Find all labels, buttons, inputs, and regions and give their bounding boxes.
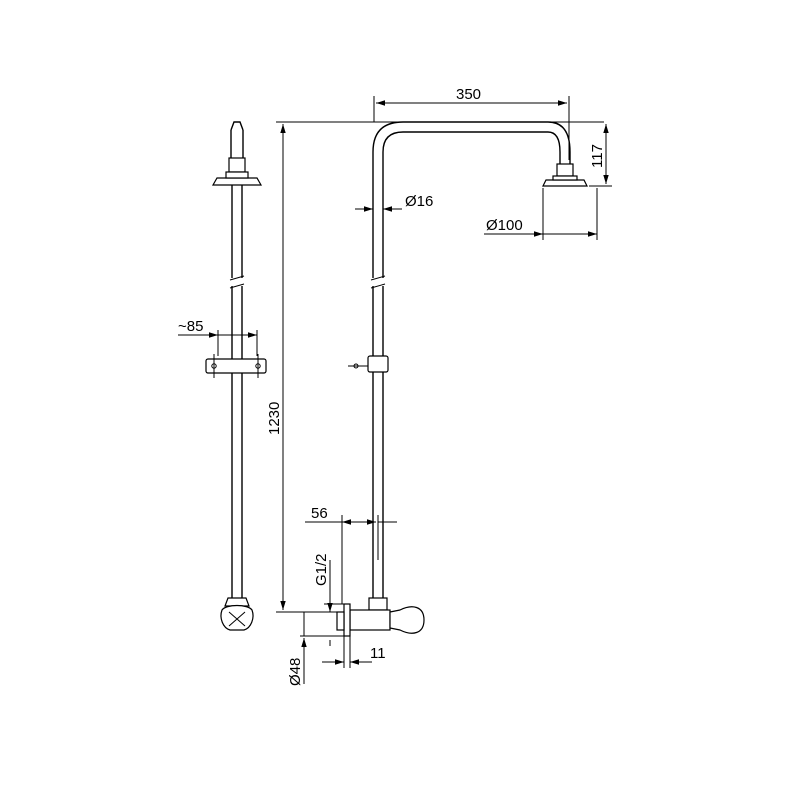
dim-85-label: ~85 <box>178 318 203 335</box>
side-nut <box>228 157 246 173</box>
side-pipe-top-cap <box>230 121 244 131</box>
side-shower-head <box>211 177 263 186</box>
dim-16-label: Ø16 <box>405 193 433 210</box>
dim-1230-label: 1230 <box>266 402 283 435</box>
front-pipe-inner <box>382 131 561 278</box>
front-valve-nut <box>368 597 388 611</box>
dim-100-label: Ø100 <box>486 217 523 234</box>
front-slider-clamp <box>367 355 389 373</box>
front-break-line-a <box>370 275 386 281</box>
total-height-dimension: 1230 <box>266 121 604 613</box>
side-break-line-a <box>229 275 245 281</box>
front-head-joint <box>552 175 578 181</box>
front-shower-head <box>542 179 588 187</box>
side-view: ~85 <box>178 121 267 631</box>
dim-56-label: 56 <box>311 505 328 522</box>
front-pipe-outer <box>372 121 571 278</box>
dim-11-label: 11 <box>370 645 386 662</box>
front-view <box>329 121 588 646</box>
front-dimensions: 350 117 Ø16 Ø100 56 G1/2 Ø48 <box>287 86 612 686</box>
side-wall-bracket <box>205 358 267 374</box>
dim-thread-label: G1/2 <box>313 553 330 586</box>
front-wall-flange <box>343 603 351 637</box>
side-head-joint <box>225 171 249 179</box>
dim-48-label: Ø48 <box>287 658 304 686</box>
front-valve-handle <box>389 606 425 634</box>
side-valve-handle <box>220 604 254 631</box>
front-wall-connector <box>336 611 345 631</box>
front-clamp-screw <box>353 363 359 369</box>
dim-117-label: 117 <box>589 144 606 168</box>
side-valve-neck <box>224 597 250 607</box>
dim-350-label: 350 <box>456 86 481 103</box>
side-valve-handle-cross <box>228 611 246 627</box>
front-valve-body <box>349 609 391 631</box>
front-head-nut <box>556 163 574 177</box>
